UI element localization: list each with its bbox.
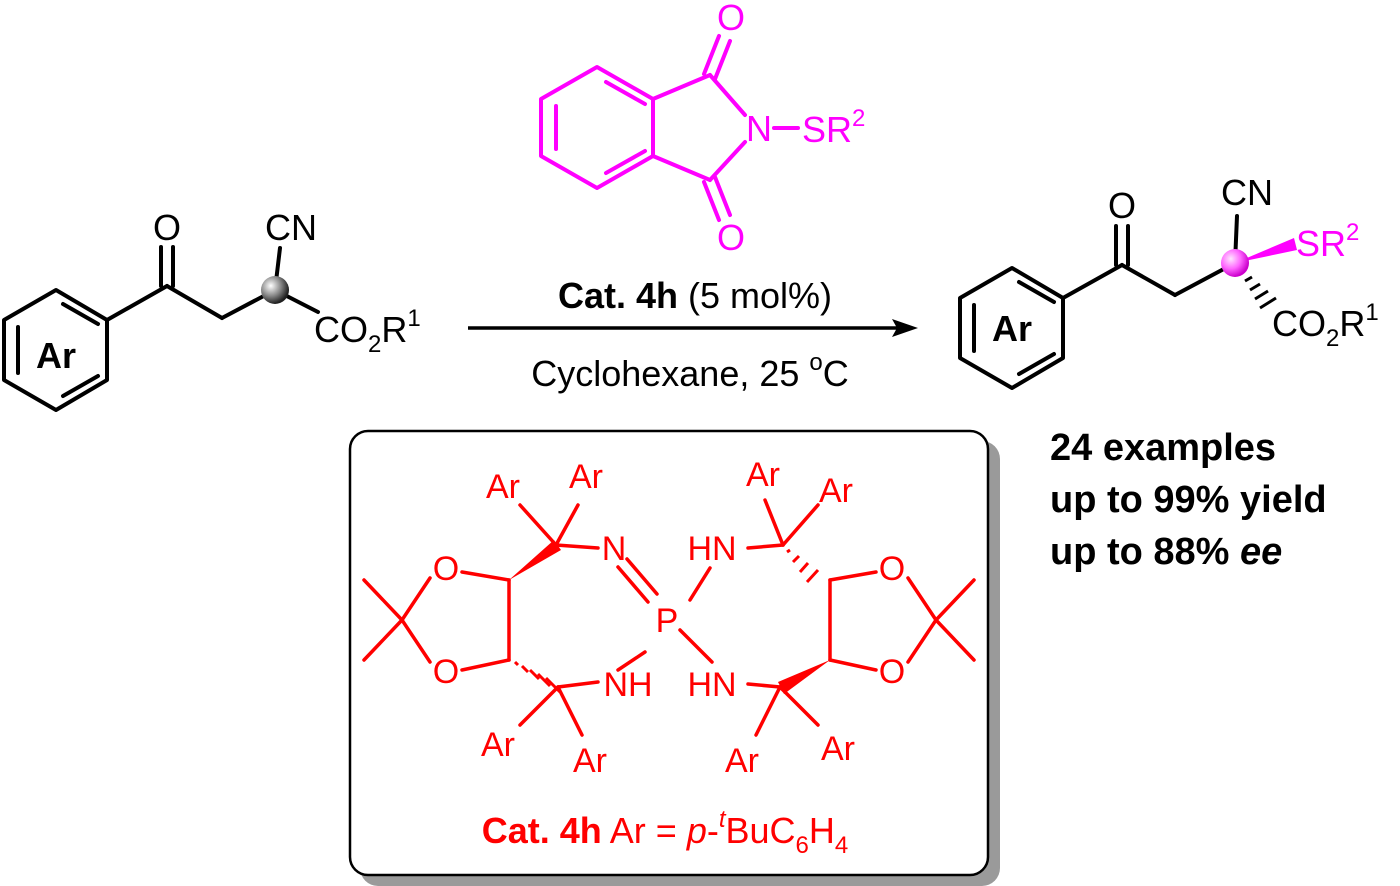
substrate-stereocenter-dot (261, 276, 289, 304)
reagent-structure (539, 34, 800, 222)
product-hashed-bond (1239, 268, 1277, 310)
catalyst-box (348, 429, 990, 877)
cat-oxygen-1: O (433, 550, 459, 588)
product-wedge-bond (1235, 238, 1297, 263)
product-aryl-label: Ar (992, 308, 1032, 349)
cat-ar-4: Ar (819, 472, 853, 510)
cat-ar-7: Ar (725, 742, 759, 780)
arrow-conditions-label: Cyclohexane, 25 oC (531, 349, 849, 394)
arrow-catalyst-label: Cat. 4h (5 mol%) (558, 275, 832, 316)
cat-oxygen-3: O (879, 550, 905, 588)
cat-ar-2: Ar (569, 458, 603, 496)
reagent-oxygen-bottom: O (717, 217, 745, 258)
substrate-ketone-oxygen: O (153, 207, 181, 248)
substrate-structure (2, 245, 320, 412)
cat-oxygen-4: O (879, 653, 905, 691)
cat-ar-5: Ar (481, 726, 515, 764)
product-nitrile: CN (1221, 172, 1273, 213)
reagent-sulfur-group: SR2 (802, 105, 865, 150)
cat-ar-1: Ar (486, 468, 520, 506)
product-structure (958, 214, 1239, 390)
product-ester: CO2R1 (1272, 299, 1379, 352)
cat-nh-lower: NH (603, 666, 652, 704)
cat-phosphorus: P (656, 602, 679, 640)
cat-hn-lower: HN (687, 666, 736, 704)
reagent-oxygen-top: O (717, 0, 745, 38)
cat-ar-6: Ar (573, 742, 607, 780)
cat-ar-8: Ar (821, 730, 855, 768)
cat-oxygen-2: O (433, 653, 459, 691)
substrate-aryl-label: Ar (36, 335, 76, 376)
results-ee: up to 88% ee (1050, 531, 1282, 573)
cat-imine-n: N (602, 530, 627, 568)
catalyst-caption: Cat. 4h Ar = p-tBuC6H4 (482, 806, 849, 859)
cat-ar-3: Ar (746, 456, 780, 494)
results-yield: up to 99% yield (1050, 479, 1327, 521)
substrate-nitrile: CN (265, 207, 317, 248)
catalyst-structure (362, 498, 976, 737)
product-ketone-oxygen: O (1108, 185, 1136, 226)
product-stereocenter-dot (1221, 249, 1249, 277)
substrate-ester: CO2R1 (314, 305, 421, 358)
results-examples: 24 examples (1050, 427, 1276, 469)
reagent-nitrogen: N (746, 108, 772, 149)
cat-hn-upper: HN (687, 530, 736, 568)
reaction-arrowhead (892, 319, 918, 337)
product-sulfur-group: SR2 (1296, 219, 1359, 264)
